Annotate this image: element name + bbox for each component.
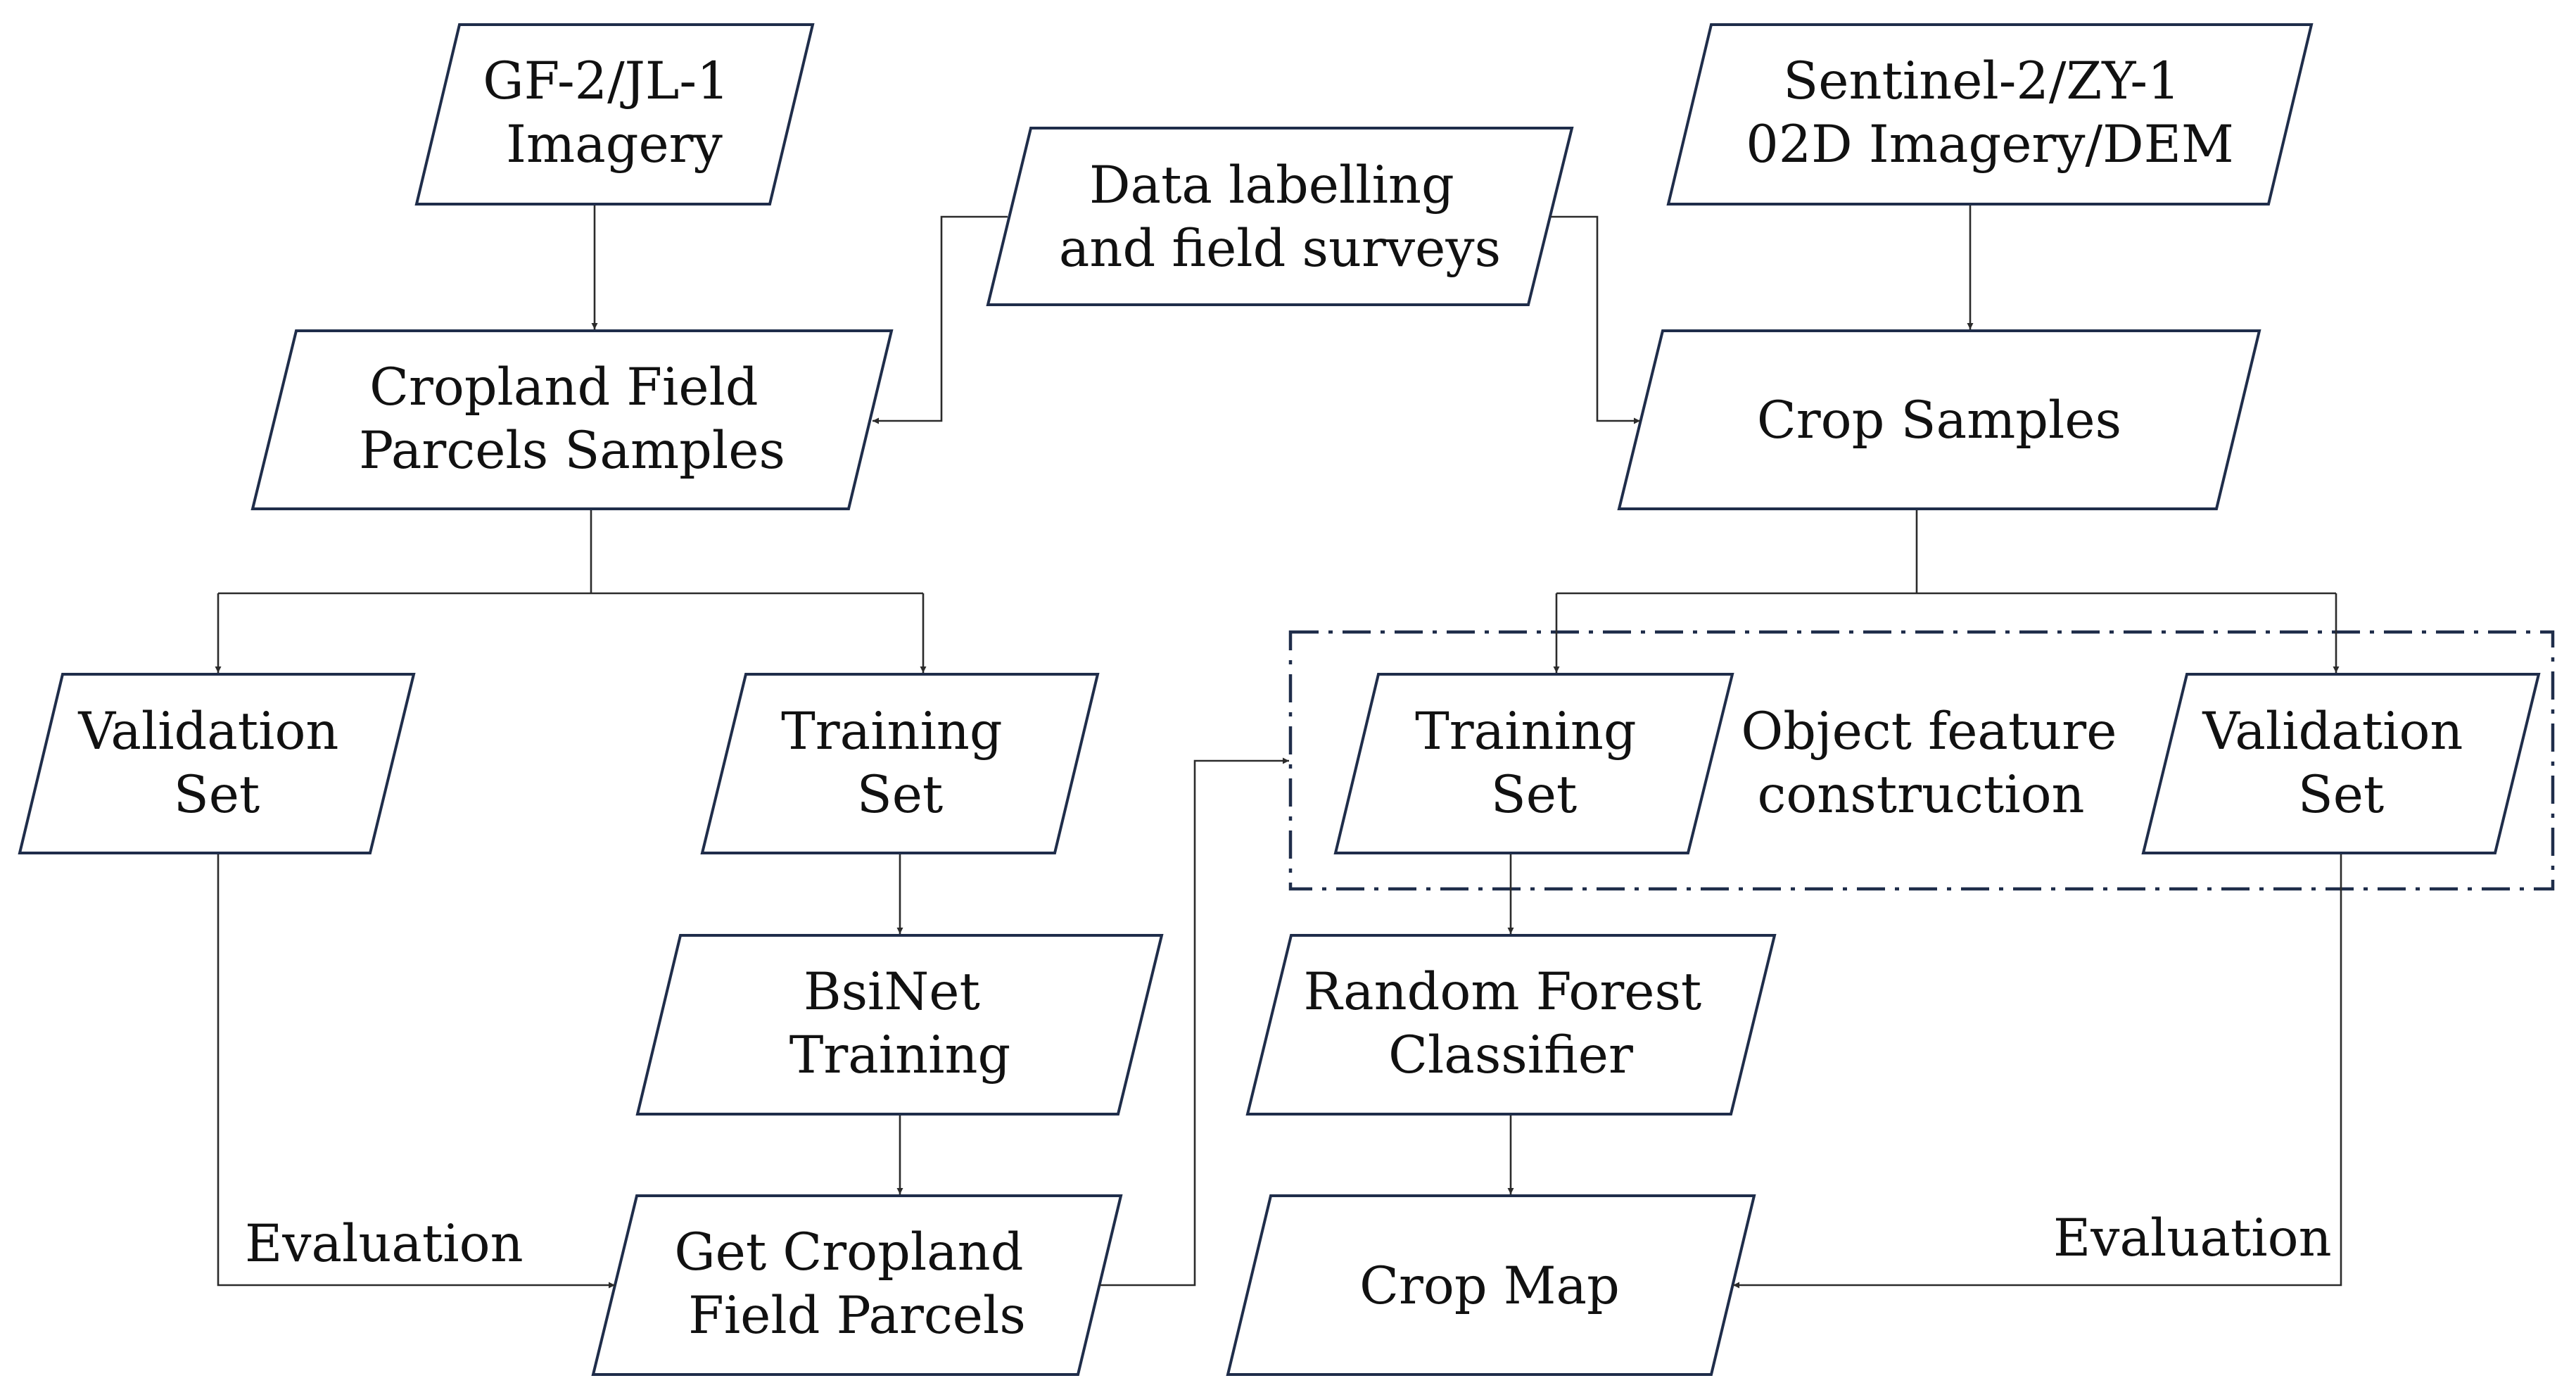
- node-data-labelling-label: Data labelling and field surveys: [1059, 156, 1501, 279]
- node-validation-set-right: Validation Set: [2141, 673, 2541, 854]
- node-crop-map: Crop Map: [1226, 1194, 1756, 1376]
- node-crop-samples: Crop Samples: [1617, 329, 2261, 510]
- node-validation-set-left: Validation Set: [18, 673, 416, 854]
- node-sentinel-imagery: Sentinel-2/ZY-1 02D Imagery/DEM: [1666, 23, 2314, 206]
- node-get-cropland-parcels-label: Get Cropland Field Parcels: [674, 1222, 1039, 1346]
- node-cropland-samples-label: Cropland Field Parcels Samples: [359, 358, 785, 481]
- node-get-cropland-parcels: Get Cropland Field Parcels: [591, 1194, 1123, 1376]
- node-random-forest: Random Forest Classifier: [1245, 934, 1777, 1116]
- node-cropland-samples: Cropland Field Parcels Samples: [250, 329, 894, 510]
- node-crop-map-label: Crop Map: [1359, 1256, 1620, 1316]
- node-random-forest-label: Random Forest Classifier: [1303, 962, 1718, 1085]
- node-training-set-right-label: Training Set: [1415, 702, 1653, 825]
- evaluation-label-right: Evaluation: [2053, 1208, 2332, 1268]
- node-data-labelling: Data labelling and field surveys: [986, 127, 1574, 306]
- node-sentinel-imagery-label: Sentinel-2/ZY-1 02D Imagery/DEM: [1746, 51, 2233, 175]
- node-bsinet-training: BsiNet Training: [635, 934, 1164, 1116]
- node-training-set-left: Training Set: [700, 673, 1100, 854]
- node-gf2-imagery-label: GF-2/JL-1 Imagery: [483, 51, 745, 175]
- object-feature-group-frame: [1288, 630, 2555, 891]
- object-feature-group-label: Object feature construction: [1741, 702, 2133, 825]
- evaluation-label-left: Evaluation: [245, 1214, 524, 1274]
- arrow-labelling-to-crop-samples: [1551, 215, 1640, 424]
- arrow-validation-right-evaluation: [1733, 854, 2342, 1289]
- arrow-labelling-to-cropland-samples: [873, 215, 1008, 424]
- node-bsinet-training-label: BsiNet Training: [789, 962, 1011, 1085]
- arrow-validation-left-evaluation: [217, 854, 615, 1289]
- node-training-set-right: Training Set: [1333, 673, 1734, 854]
- node-crop-samples-label: Crop Samples: [1757, 391, 2121, 450]
- arrow-get-parcels-to-feature-group: [1099, 757, 1289, 1287]
- node-gf2-imagery: GF-2/JL-1 Imagery: [414, 23, 815, 206]
- node-training-set-left-label: Training Set: [781, 702, 1019, 825]
- node-validation-set-right-label: Validation Set: [2202, 702, 2479, 825]
- node-validation-set-left-label: Validation Set: [77, 702, 355, 825]
